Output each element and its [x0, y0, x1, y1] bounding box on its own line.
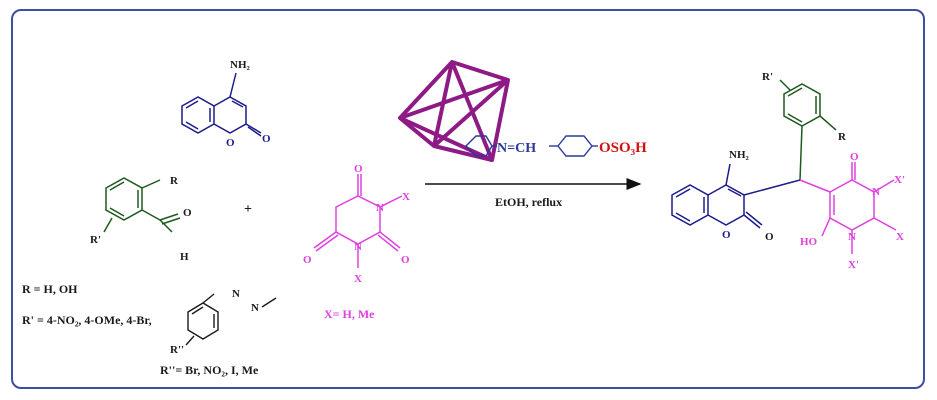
- azo-nitrogen-2: N: [251, 302, 259, 314]
- product-aryl-structure: [779, 79, 837, 181]
- product-oxygen-top: O: [850, 151, 859, 163]
- catalyst-cage-icon: [398, 60, 510, 162]
- aldehyde-oxygen-label: O: [183, 207, 192, 219]
- plus-sign: +: [244, 202, 252, 217]
- coumarin-carbonyl-oxygen: O: [262, 133, 271, 145]
- scheme-frame: [11, 9, 925, 389]
- coumarin-nh2-label: NH₂: [230, 59, 251, 71]
- product-coumarin-structure: [671, 163, 801, 229]
- product-x-side: X: [896, 231, 904, 243]
- aldehyde-r-label: R: [170, 175, 179, 187]
- product-x-prime-bottom: X': [848, 259, 859, 271]
- catalyst-linker-structure: [465, 135, 598, 157]
- barbiturate-nitrogen-1: N: [376, 202, 384, 214]
- product-carbonyl-oxygen: O: [765, 231, 774, 243]
- barbiturate-structure: [313, 174, 403, 268]
- r-double-prime-definition: R''= Br, NO₂, I, Me: [160, 363, 259, 377]
- coumarin-ring-oxygen: O: [226, 137, 235, 149]
- product-nitrogen-top: N: [872, 186, 880, 198]
- aldehyde-hydrogen-label: H: [180, 251, 189, 263]
- product-r-prime-label: R': [762, 71, 773, 83]
- reaction-conditions: EtOH, reflux: [495, 195, 562, 209]
- product-x-prime-top: X': [894, 174, 905, 186]
- r-definition: R = H, OH: [22, 282, 78, 296]
- product-r-label: R: [838, 131, 847, 143]
- x-definition: X= H, Me: [324, 307, 375, 321]
- barbiturate-oxygen-top: O: [354, 163, 363, 175]
- barbiturate-x-right: X: [402, 191, 410, 203]
- barbiturate-x-bottom: X: [354, 273, 362, 285]
- azo-aryl-structure: [185, 293, 277, 346]
- aldehyde-r-prime-label: R': [90, 234, 101, 246]
- r-double-prime-label: R'': [170, 344, 184, 356]
- catalyst-acid-label: OSO₃H: [599, 140, 647, 156]
- r-prime-definition: R' = 4-NO₂, 4-OMe, 4-Br,: [22, 313, 152, 327]
- catalyst-linker-label: N=CH: [497, 141, 536, 156]
- product-nitrogen-bottom: N: [848, 231, 856, 243]
- product-ho-label: HO: [800, 236, 818, 248]
- barbiturate-oxygen-left: O: [303, 254, 312, 266]
- barbiturate-nitrogen-2: N: [354, 241, 362, 253]
- aldehyde-structure: [103, 177, 181, 233]
- aminocoumarin-structure: [181, 72, 262, 137]
- azo-nitrogen-1: N: [232, 288, 240, 300]
- barbiturate-oxygen-right: O: [401, 254, 410, 266]
- product-barbiturate-structure: [799, 162, 897, 254]
- product-ring-oxygen: O: [722, 229, 731, 241]
- product-nh2-label: NH₂: [729, 149, 750, 161]
